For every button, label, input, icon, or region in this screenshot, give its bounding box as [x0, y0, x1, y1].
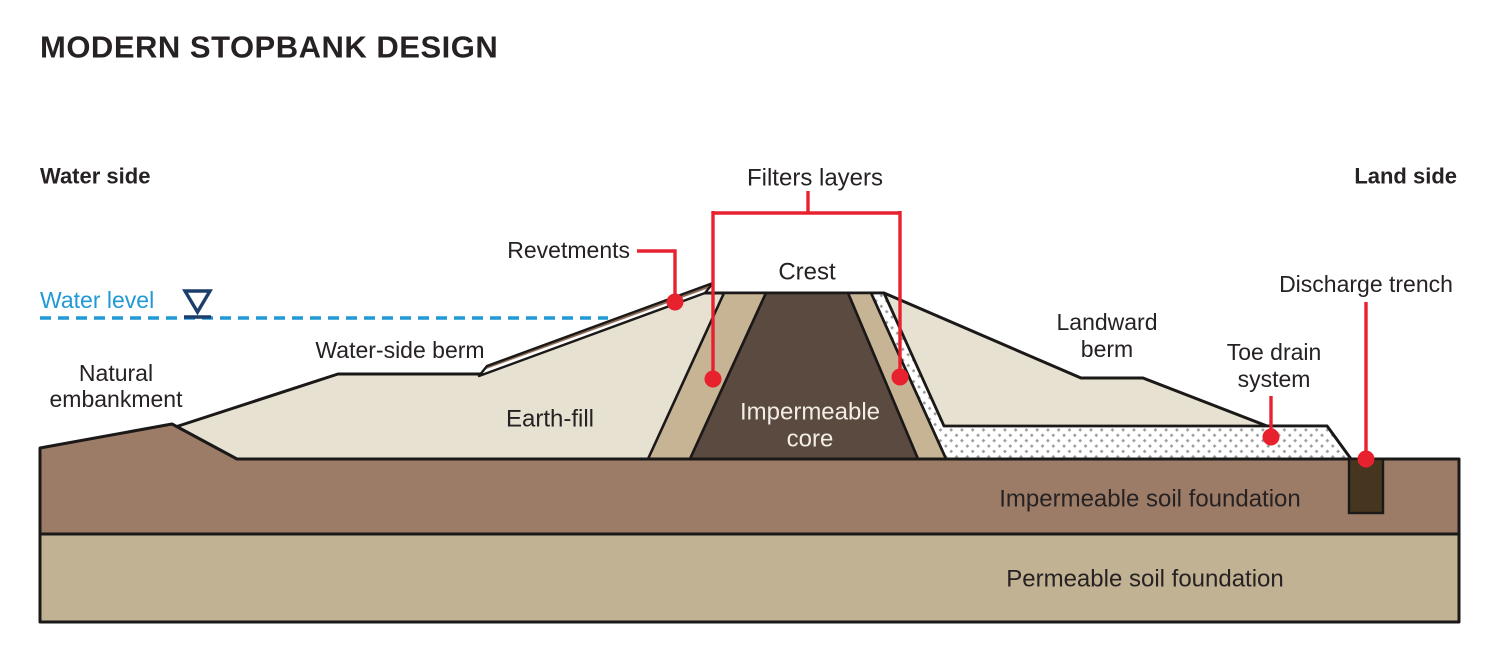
discharge-trench-pointer-dot: [1357, 450, 1375, 468]
natural-embankment-label-line2: embankment: [50, 386, 184, 412]
land-side-label: Land side: [1354, 164, 1457, 189]
revetments-pointer-dot: [666, 293, 684, 311]
landward-berm-label-line1: Landward: [1056, 309, 1157, 335]
crest-label: Crest: [778, 259, 836, 286]
impermeable-core-label-line2: core: [787, 426, 834, 453]
filters-bracket-line: [711, 191, 902, 379]
natural-embankment-label-line1: Natural: [79, 360, 153, 386]
toe-drain-pointer-dot: [1262, 428, 1280, 446]
filters-pointer-dot-right: [891, 368, 909, 386]
water-level-label: Water level: [40, 287, 154, 313]
permeable-foundation-layer: [38, 532, 1461, 624]
revetments-pointer-line: [637, 249, 677, 302]
discharge-trench-label: Discharge trench: [1279, 271, 1453, 297]
toe-drain-label-line2: system: [1238, 366, 1311, 392]
permeable-foundation-label: Permeable soil foundation: [1006, 566, 1284, 593]
impermeable-core-label-line1: Impermeable: [740, 399, 880, 426]
filters-pointer-dot-left: [704, 370, 722, 388]
impermeable-foundation-label: Impermeable soil foundation: [999, 486, 1301, 513]
revetments-label: Revetments: [507, 237, 630, 263]
water-side-label: Water side: [40, 164, 150, 189]
page-title: MODERN STOPBANK DESIGN: [40, 30, 498, 65]
landward-berm-label-line2: berm: [1081, 336, 1133, 362]
toe-drain-label-line1: Toe drain: [1227, 339, 1322, 365]
impermeable-foundation-layer: [38, 422, 1461, 536]
earth-fill-label: Earth-fill: [506, 406, 594, 433]
waterside-berm-label: Water-side berm: [315, 337, 484, 363]
discharge-trench-shape: [1347, 457, 1385, 515]
filters-layers-label: Filters layers: [747, 165, 883, 192]
water-level-triangle-icon: [182, 289, 213, 316]
